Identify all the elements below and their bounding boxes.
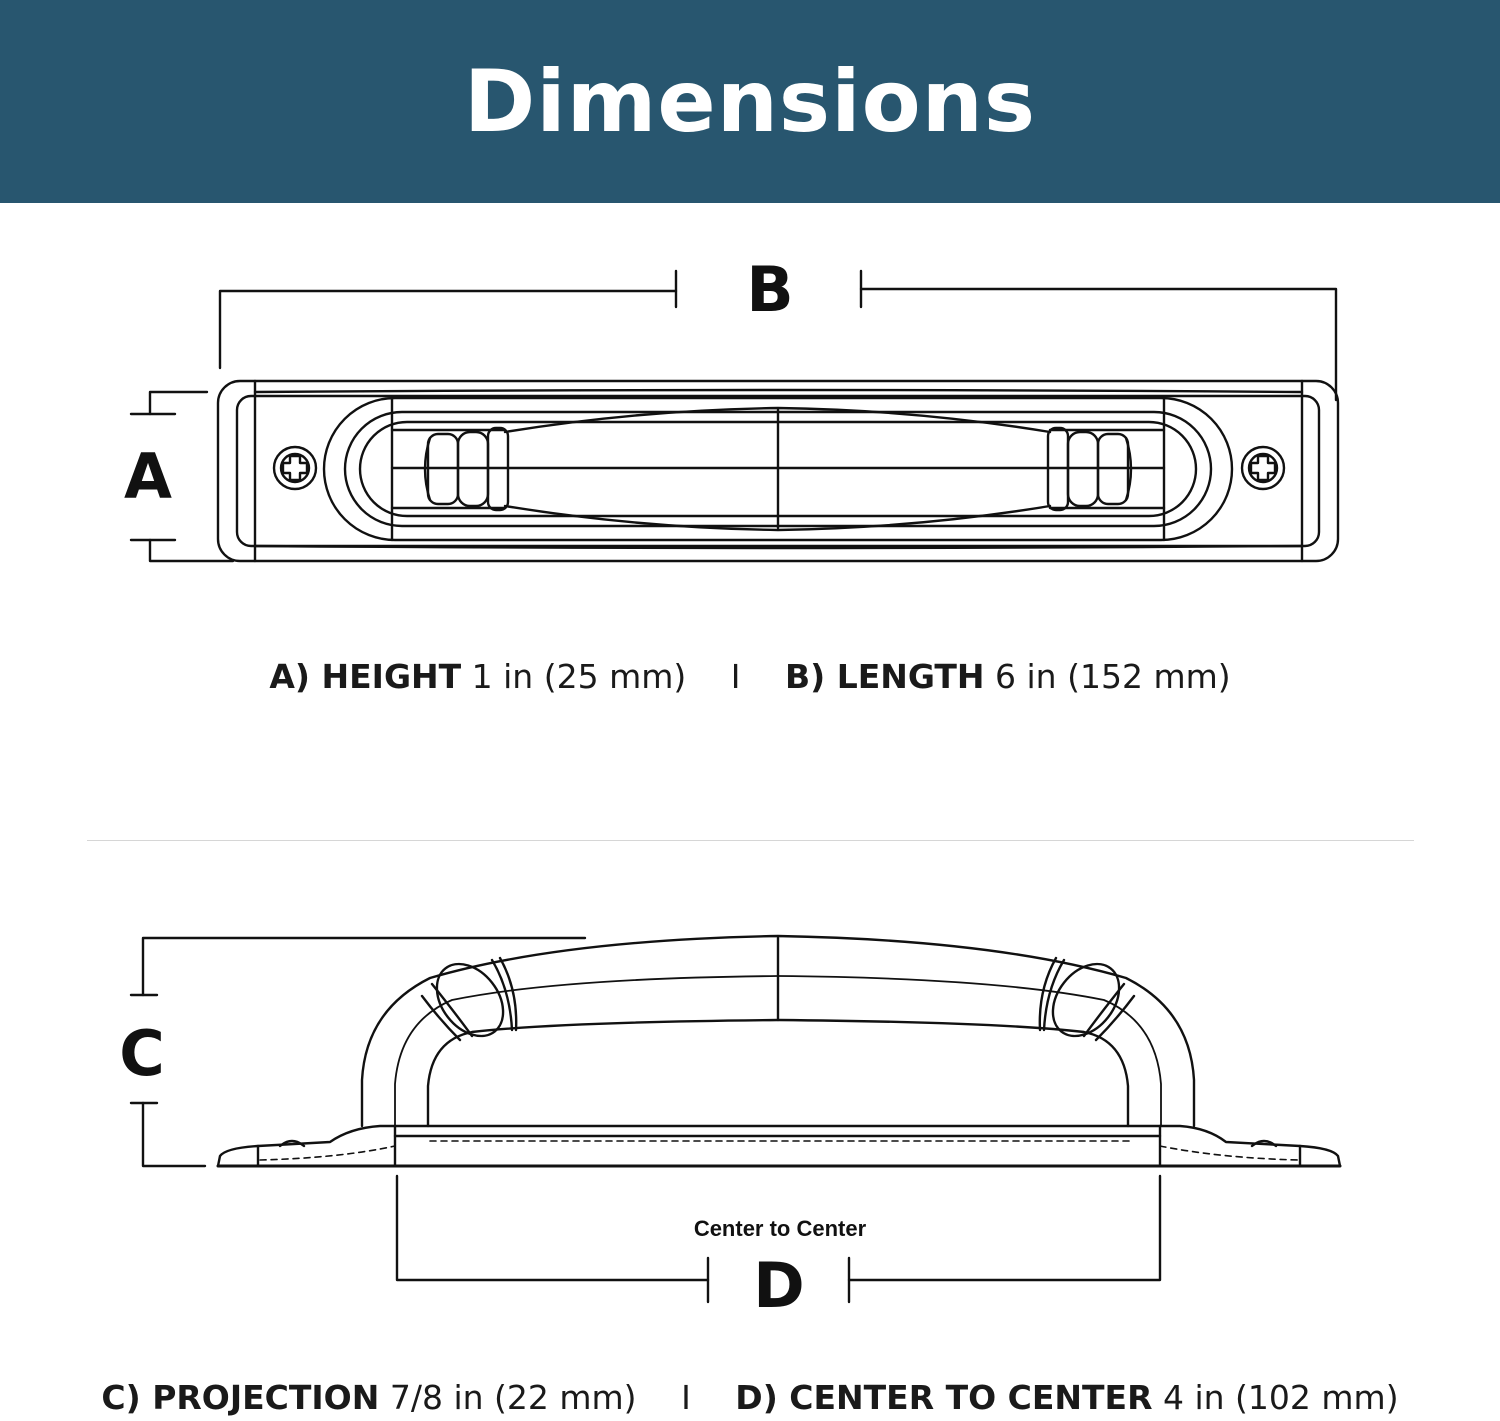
- center-to-center-key: D) CENTER TO CENTER: [735, 1378, 1153, 1417]
- bottom-caption: C) PROJECTION 7/8 in (22 mm) I D) CENTER…: [0, 1378, 1500, 1417]
- side-view-drawing: C Center to Center D: [119, 934, 1342, 1322]
- pull-handle-side: [360, 934, 1196, 1128]
- height-key: A) HEIGHT: [269, 657, 462, 696]
- dimension-a: A: [124, 390, 235, 563]
- label-b: B: [746, 253, 793, 326]
- collar-right: [1038, 956, 1136, 1042]
- collar-left: [420, 956, 518, 1042]
- caption-separator: I: [730, 657, 741, 696]
- height-value: 1 in (25 mm): [471, 657, 687, 696]
- screw-head-icon: [272, 445, 318, 491]
- label-d: D: [753, 1249, 804, 1322]
- center-to-center-note: Center to Center: [694, 1216, 867, 1241]
- backplate-top: [216, 379, 1340, 563]
- pull-handle-drawing: [390, 406, 1166, 532]
- screw-head-icon: [1240, 445, 1286, 491]
- label-c: C: [119, 1017, 165, 1090]
- page-title: Dimensions: [463, 51, 1037, 152]
- label-a: A: [124, 440, 172, 513]
- dimension-d: Center to Center D: [395, 1174, 1162, 1322]
- top-view-drawing: B A: [124, 253, 1340, 563]
- length-value: 6 in (152 mm): [995, 657, 1231, 696]
- backplate-side: [216, 1124, 1342, 1168]
- center-to-center-value: 4 in (102 mm): [1163, 1378, 1399, 1417]
- projection-key: C) PROJECTION: [101, 1378, 380, 1417]
- projection-value: 7/8 in (22 mm): [389, 1378, 637, 1417]
- section-divider: [87, 840, 1414, 841]
- caption-separator: I: [681, 1378, 691, 1417]
- header-banner: Dimensions: [0, 0, 1500, 203]
- dimension-c: C: [119, 936, 587, 1168]
- dimension-b: B: [218, 253, 1338, 402]
- top-caption: A) HEIGHT 1 in (25 mm) I B) LENGTH 6 in …: [0, 657, 1500, 696]
- length-key: B) LENGTH: [784, 657, 985, 696]
